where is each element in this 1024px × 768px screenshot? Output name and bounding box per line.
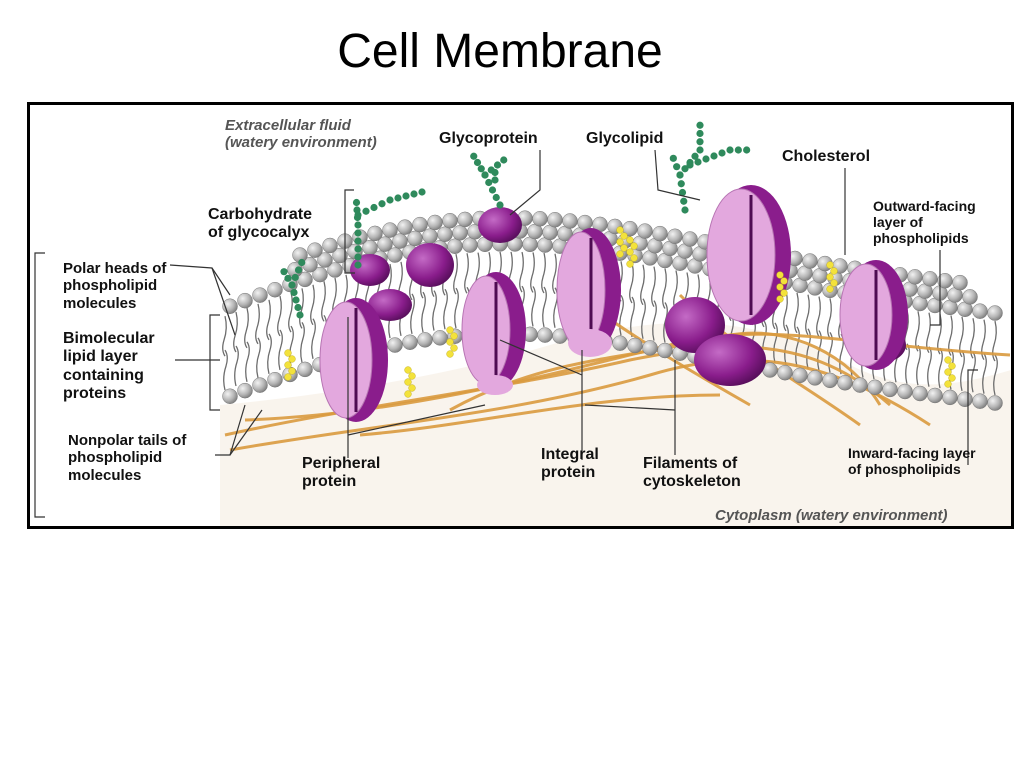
protein-blob-1: [406, 243, 454, 287]
leader-line-8: [499, 339, 583, 376]
leader-line-14: [930, 250, 941, 326]
leader-line-12: [509, 150, 541, 216]
label-polar-heads: Polar heads of phospholipid molecules: [63, 260, 167, 312]
page-title: Cell Membrane: [337, 25, 663, 78]
protein-blob-2: [368, 289, 412, 321]
bracket-left-outer: [34, 252, 45, 518]
leader-line-0: [169, 264, 231, 296]
protein-blob-0: [350, 254, 390, 286]
cholesterol-molecules: [284, 226, 956, 398]
label-extracellular: Extracellular fluid (watery environment): [225, 117, 377, 152]
label-carbohydrate: Carbohydrate of glycocalyx: [208, 206, 313, 242]
leader-line-4: [229, 409, 263, 456]
label-integral-protein: Integral protein: [541, 446, 599, 482]
label-peripheral-protein: Peripheral protein: [302, 455, 381, 491]
integral-protein-face-4: [839, 263, 893, 367]
leader-line-15: [967, 369, 978, 465]
label-nonpolar-tails: Nonpolar tails of phospholipid molecules: [68, 432, 187, 484]
leader-line-6: [347, 404, 486, 436]
label-cholesterol: Cholesterol: [782, 148, 871, 165]
label-outward-layer: Outward-facing layer of phospholipids: [873, 198, 976, 247]
membrane-proteins: [319, 185, 908, 422]
filament-4: [359, 393, 721, 437]
label-bimolecular: Bimolecular lipid layer containing prote…: [63, 330, 155, 403]
leader-line-11: [654, 149, 701, 201]
integral-protein-face-0: [319, 301, 373, 419]
label-filaments: Filaments of cytoskeleton: [643, 455, 741, 491]
carbohydrate-chains: [280, 121, 751, 319]
protein-blob-3: [478, 207, 522, 243]
leader-line-1: [211, 267, 236, 336]
protein-blob-5: [694, 334, 766, 386]
label-glycoprotein: Glycoprotein: [439, 130, 538, 147]
integral-protein-face-3: [706, 188, 776, 322]
leader-lines: [34, 149, 978, 518]
label-cytoplasm: Cytoplasm (watery environment): [715, 507, 948, 524]
leader-line-10: [584, 404, 676, 411]
integral-protein-face-1: [461, 275, 511, 385]
leader-line-16: [344, 189, 355, 274]
label-glycolipid: Glycolipid: [586, 130, 664, 147]
bracket-bilayer: [209, 314, 220, 411]
membrane-illustration: [34, 121, 1011, 526]
label-inward-layer: Inward-facing layer of phospholipids: [848, 445, 976, 478]
diagram-frame: Extracellular fluid (watery environment)…: [27, 102, 1014, 529]
